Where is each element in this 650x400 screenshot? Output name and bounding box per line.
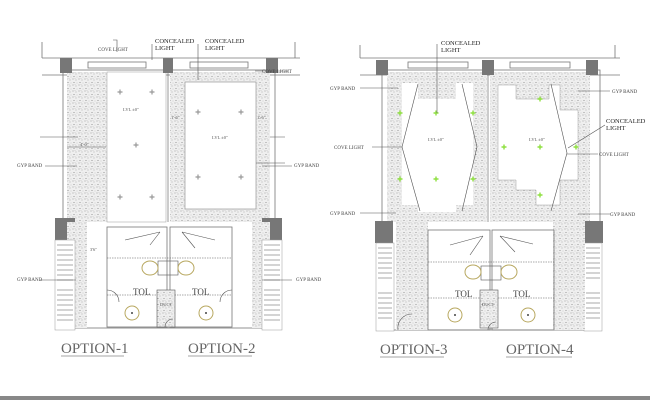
gyp-band-label: GYP BAND (17, 278, 43, 283)
floor-drain (198, 305, 214, 321)
stair (261, 239, 283, 331)
stair (54, 239, 76, 331)
gyp-band-label: GYP BAND (330, 87, 356, 92)
bottom-border (0, 396, 650, 400)
cove-light-label: COVE LIGHT (599, 153, 629, 158)
toilet-seat (500, 264, 518, 280)
toilet-label: TOL (513, 289, 530, 299)
toilet-label: TOL (455, 289, 472, 299)
gyp-band-label: GYP BAND (17, 164, 43, 169)
gyp-band-label: GYP BAND (610, 213, 636, 218)
option-2-title: OPTION-2 (188, 341, 256, 357)
floor-drain (124, 305, 140, 321)
duct (479, 289, 499, 329)
gyp-band-label: GYP BAND (294, 164, 320, 169)
dimension-label: 1'-6" (171, 115, 180, 120)
concealed-light-label: CONCEALED LIGHT (155, 38, 195, 52)
level-label: LVL ±0" (123, 107, 139, 112)
dimension-label: 3'6" (90, 247, 97, 252)
duct-label: DUCT (482, 302, 495, 307)
column (586, 60, 598, 75)
floor-drain (520, 307, 536, 323)
option-4-title: OPTION-4 (506, 342, 574, 358)
duct (156, 289, 176, 328)
concealed-light-label: CONCEALED LIGHT (205, 38, 245, 52)
gyp-band-label: GYP BAND (612, 90, 638, 95)
option-3-title: OPTION-3 (380, 342, 448, 358)
column (163, 58, 173, 73)
dimension-label: 1'-6" (257, 115, 266, 120)
toilet-seat (464, 264, 482, 280)
column (376, 60, 388, 75)
cove-light-label: COVE LIGHT (98, 48, 128, 53)
toilet-seat (177, 260, 195, 276)
column (482, 60, 494, 75)
column (375, 221, 393, 243)
toilet-label: TOL (133, 287, 150, 297)
gyp-band-label: GYP BAND (330, 212, 356, 217)
concealed-light-label: CONCEALED LIGHT (606, 118, 646, 132)
gyp-band-label: GYP BAND (296, 278, 322, 283)
concealed-light-label: CONCEALED LIGHT (441, 40, 481, 54)
level-label: LVL ±0" (529, 137, 545, 142)
plan-option-3-4: GYP BAND COVE LIGHT GYP BAND GYP BAND CO… (330, 44, 638, 332)
stair (375, 242, 395, 332)
column (266, 58, 278, 73)
cove-light-line (550, 83, 568, 212)
duct-label: DUCT (160, 302, 173, 307)
cove-light-label: COVE LIGHT (334, 146, 364, 151)
level-label: LVL ±0" (428, 137, 444, 142)
column (585, 221, 603, 243)
option-1-title: OPTION-1 (61, 341, 129, 357)
floor-drain (447, 307, 463, 323)
plan-option-1-2: COVE LIGHT COVE LIGHT GYP BAND GYP BAND … (17, 39, 322, 331)
column (60, 58, 72, 73)
cove-light-label: COVE LIGHT (262, 70, 292, 75)
dimension-label: 4'-0" (80, 142, 89, 147)
level-label: LVL ±0" (212, 135, 228, 140)
toilet-label: TOL (192, 287, 209, 297)
toilet-seat (141, 260, 159, 276)
